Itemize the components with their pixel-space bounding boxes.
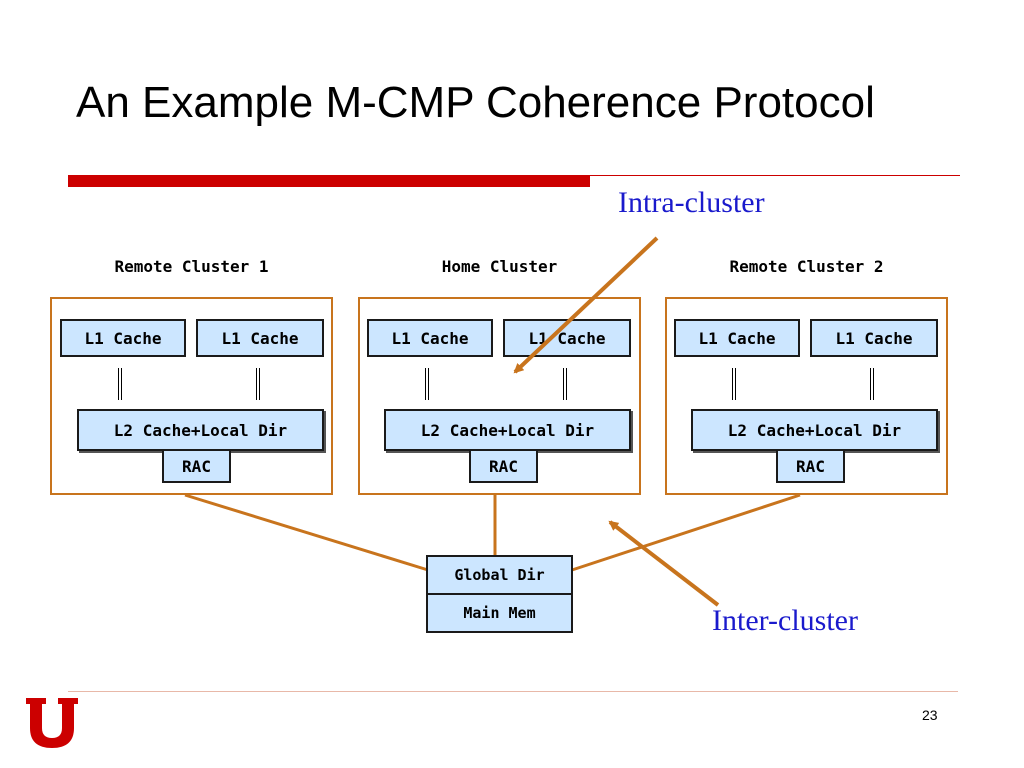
l1-cache-node: L1 Cache: [196, 319, 324, 357]
inter-cluster-arrow: [608, 520, 720, 607]
bus-link: [256, 368, 260, 400]
l1-cache-node: L1 Cache: [60, 319, 186, 357]
link-remote-2-to-global: [571, 493, 801, 572]
inter-cluster-callout: Inter-cluster: [712, 604, 858, 637]
page-number: 23: [922, 707, 938, 723]
cluster-box-remote-2: [665, 297, 948, 495]
cluster-label-remote-1: Remote Cluster 1: [114, 257, 269, 276]
footer-rule: [68, 691, 958, 692]
cluster-label-remote-2: Remote Cluster 2: [729, 257, 884, 276]
link-remote-1-to-global: [184, 493, 429, 572]
rac-node: RAC: [162, 449, 231, 483]
l2-cache-local-dir-node: L2 Cache+Local Dir: [77, 409, 324, 451]
intra-cluster-arrow: [513, 236, 659, 374]
main-mem-node: Main Mem: [426, 593, 573, 633]
bus-link: [118, 368, 122, 400]
slide-title: An Example M-CMP Coherence Protocol: [76, 78, 875, 127]
l1-cache-node: L1 Cache: [367, 319, 493, 357]
university-u-logo-icon: [26, 698, 78, 748]
l2-cache-local-dir-node: L2 Cache+Local Dir: [691, 409, 938, 451]
l1-cache-node: L1 Cache: [674, 319, 800, 357]
rac-node: RAC: [776, 449, 845, 483]
bus-link: [732, 368, 736, 400]
cluster-box-remote-1: [50, 297, 333, 495]
title-rule-thick: [68, 175, 590, 187]
bus-link: [870, 368, 874, 400]
global-dir-node: Global Dir: [426, 555, 573, 595]
bus-link: [563, 368, 567, 400]
title-rule-thin: [590, 175, 960, 176]
cluster-label-home: Home Cluster: [441, 257, 558, 276]
intra-cluster-callout: Intra-cluster: [618, 186, 765, 219]
l1-cache-node: L1 Cache: [810, 319, 938, 357]
bus-link: [425, 368, 429, 400]
cluster-box-home: [358, 297, 641, 495]
rac-node: RAC: [469, 449, 538, 483]
